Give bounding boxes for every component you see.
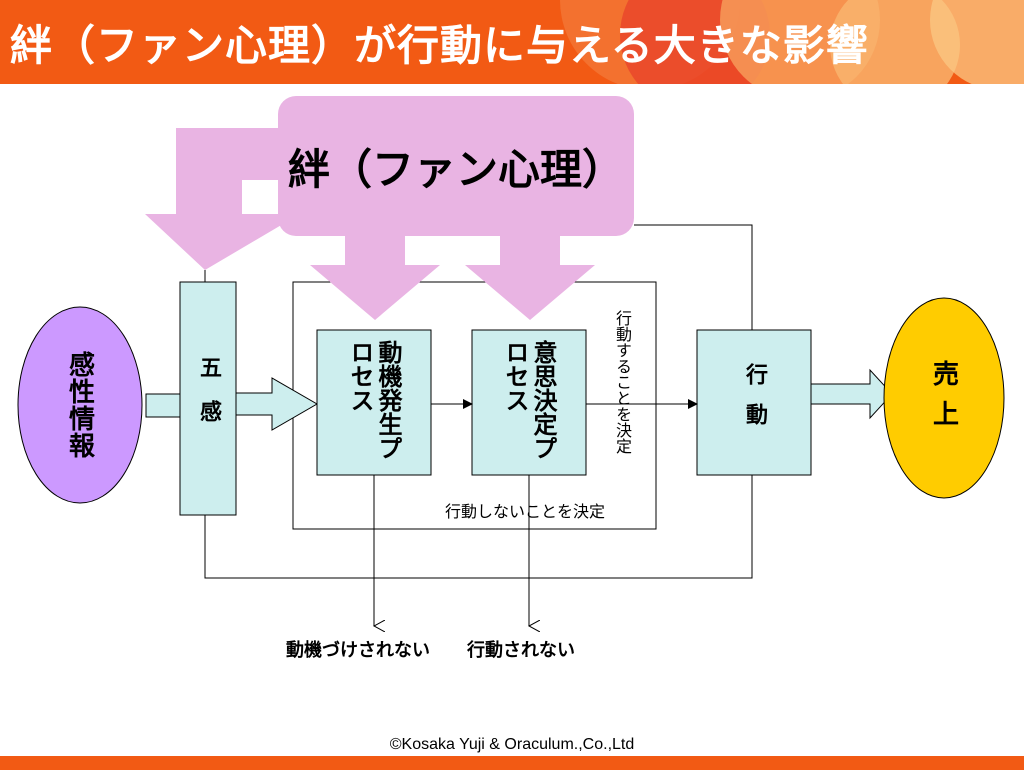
no-action-label: 行動されない — [467, 640, 575, 661]
kizuna-box — [278, 96, 634, 236]
pink-arrow-to-five-senses — [145, 128, 300, 270]
copyright: ©Kosaka Yuji & Oraculum.,Co.,Ltd — [389, 736, 635, 753]
action-box — [696, 329, 812, 476]
action-label: 行動 — [697, 330, 811, 475]
pink-arrow-to-decision — [465, 230, 595, 320]
sensory-info-text: 感性情報 — [64, 351, 95, 459]
sensory-info-label: 感性情報 — [50, 325, 110, 485]
page-title: 絆（ファン心理）が行動に与える大きな影響 — [10, 21, 869, 70]
motivation-label: 動機発生プロセス — [317, 330, 431, 475]
sales-text: 売上 — [928, 360, 959, 440]
pink-arrows — [145, 128, 595, 320]
pink-arrow-to-motivation — [310, 230, 440, 320]
not-motivated-label: 動機づけされない — [286, 640, 430, 661]
header-bar: 絆（ファン心理）が行動に与える大きな影響 — [0, 0, 1024, 84]
sales-ellipse — [883, 297, 1005, 499]
motivation-box — [316, 329, 432, 476]
decision-label: 意思決定プロセス — [472, 330, 586, 475]
block-arrow-sensory-to-senses — [145, 393, 181, 418]
footer-bar — [0, 756, 1024, 770]
decision-box — [471, 329, 587, 476]
sales-label: 売上 — [904, 330, 984, 470]
five-senses-text: 五感 — [196, 356, 221, 444]
five-senses-label: 五感 — [180, 340, 236, 460]
decide-not-to-act-label: 行動しないことを決定 — [445, 502, 606, 521]
five-senses-box — [179, 281, 237, 516]
sensory-info-ellipse — [17, 306, 143, 504]
action-text: 行動 — [742, 362, 767, 443]
decide-to-act-label: 行動することを決定 — [613, 310, 632, 454]
kizuna-label: 絆（ファン心理） — [287, 144, 624, 194]
motivation-text: 動機発生プロセス — [346, 340, 402, 460]
block-arrow-action-to-sales — [810, 368, 893, 420]
block-arrow-senses-to-motivation — [235, 377, 318, 431]
decision-text: 意思決定プロセス — [501, 340, 557, 460]
